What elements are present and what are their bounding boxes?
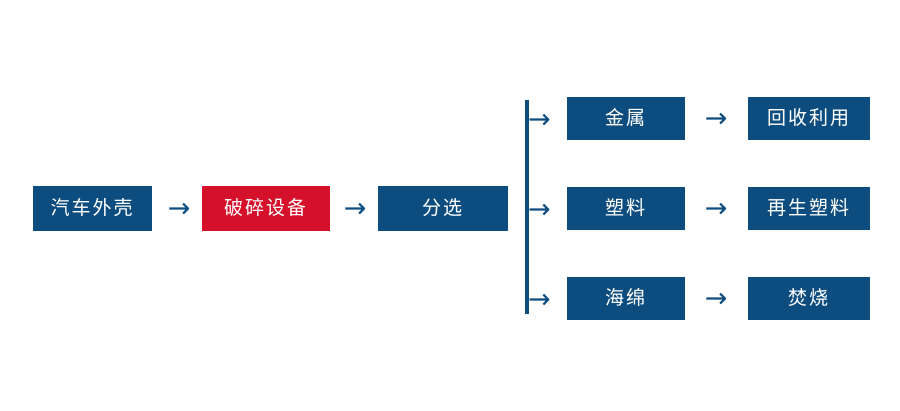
node-destination-incineration[interactable]: 焚烧 — [748, 277, 870, 320]
branch-arrow-sponge: → — [528, 283, 551, 315]
branch-arrow-metal: → — [528, 103, 551, 135]
node-sorting[interactable]: 分选 — [378, 186, 508, 231]
node-shredder[interactable]: 破碎设备 — [202, 186, 330, 231]
node-material-plastic[interactable]: 塑料 — [567, 187, 685, 230]
arrow-sponge-to-incineration: → — [704, 283, 728, 314]
arrow-metal-to-recycle: → — [704, 103, 728, 134]
arrow-input-to-shredder: → — [167, 193, 191, 224]
arrow-shredder-to-sorting: → — [343, 193, 367, 224]
node-input[interactable]: 汽车外壳 — [33, 186, 152, 231]
arrow-plastic-to-regenerated: → — [704, 193, 728, 224]
node-material-sponge[interactable]: 海绵 — [567, 277, 685, 320]
branch-arrow-plastic: → — [528, 193, 551, 225]
node-destination-recycle[interactable]: 回收利用 — [748, 97, 870, 140]
node-material-metal[interactable]: 金属 — [567, 97, 685, 140]
node-destination-regenerated-plastic[interactable]: 再生塑料 — [748, 187, 870, 230]
branch-distribution-bar — [525, 100, 529, 314]
